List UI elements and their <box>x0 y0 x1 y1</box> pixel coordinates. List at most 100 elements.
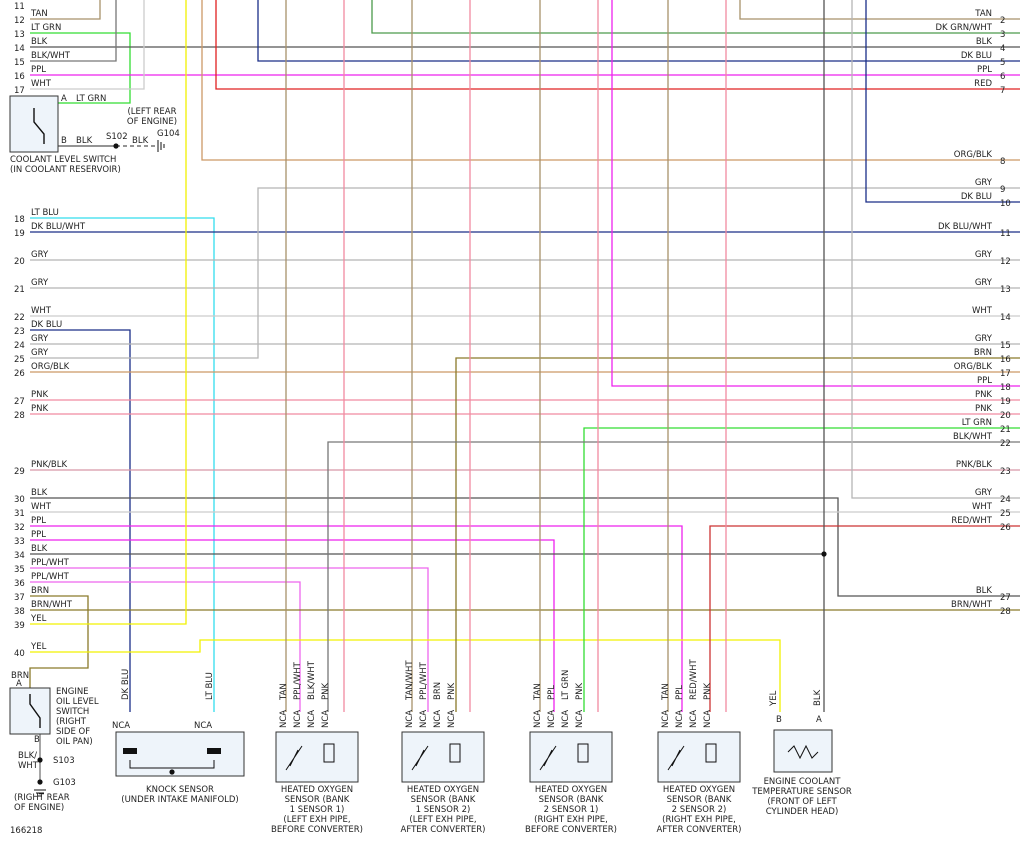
right-pin-label-4: BLK <box>976 37 993 47</box>
o2-sensor-2-wire-1: PPL/WHT <box>419 661 429 700</box>
oil-switch-label-line-0: ENGINE <box>56 687 89 697</box>
left-pin-label-31: WHT <box>31 502 52 512</box>
right-pin-label-10: DK BLU <box>961 192 992 202</box>
left-pin-20: 20 <box>14 257 25 267</box>
left-pin-label-22: WHT <box>31 306 52 316</box>
right-pin-8: 8 <box>1000 157 1005 167</box>
left-pin-label-13: LT GRN <box>31 23 61 33</box>
o2-sensor-4-nca-1: NCA <box>675 710 685 728</box>
ground-g103-location-line-0: (RIGHT REAR <box>14 793 70 803</box>
wire-l35 <box>30 567 429 712</box>
knock-sensor-element-left <box>123 748 137 754</box>
left-pin-label-19: DK BLU/WHT <box>31 222 86 232</box>
left-pin-38: 38 <box>14 607 25 617</box>
ect-sensor-wire-0: YEL <box>769 690 779 707</box>
right-pin-label-18: PPL <box>977 376 992 386</box>
right-pin-label-12: GRY <box>975 250 993 260</box>
o2-sensor-2-wire-2: BRN <box>433 682 443 700</box>
o2-sensor-3-nca-3: NCA <box>575 710 585 728</box>
left-pin-35: 35 <box>14 565 25 575</box>
right-pin-9: 9 <box>1000 185 1005 195</box>
left-pin-label-28: PNK <box>31 404 48 414</box>
wire-r7 <box>215 0 1020 90</box>
wire-l37 <box>29 595 89 690</box>
left-pin-label-38: BRN/WHT <box>31 600 73 610</box>
o2-sensor-3-nca-0: NCA <box>533 710 543 728</box>
wire-l13 <box>30 32 131 104</box>
left-pin-26: 26 <box>14 369 25 379</box>
o2-sensor-4-nca-3: NCA <box>703 710 713 728</box>
left-pin-label-35: PPL/WHT <box>31 558 70 568</box>
ground-g103-symbol <box>34 789 46 797</box>
right-pin-12: 12 <box>1000 257 1011 267</box>
left-pin-label-33: PPL <box>31 530 46 540</box>
left-pin-28: 28 <box>14 411 25 421</box>
o2-sensor-1-nca-0: NCA <box>279 710 289 728</box>
left-pin-label-23: DK BLU <box>31 320 62 330</box>
diagram-id: 166218 <box>10 826 42 836</box>
knock-sensor-box <box>115 731 245 777</box>
left-pin-37: 37 <box>14 593 25 603</box>
right-pin-label-15: GRY <box>975 334 993 344</box>
left-pin-19: 19 <box>14 229 25 239</box>
left-pin-17: 17 <box>14 86 25 96</box>
ground-g104-label: G104 <box>157 129 180 139</box>
wire-l18 <box>30 217 215 712</box>
knock-sensor-element-right <box>207 748 221 754</box>
wire-l33 <box>30 539 555 712</box>
o2-sensor-1-label-line-2: 1 SENSOR 1) <box>290 805 345 815</box>
right-pin-18: 18 <box>1000 383 1011 393</box>
coolant-switch-pin-b: B <box>61 136 67 146</box>
o2-sensor-3-wire-1: PPL <box>547 685 557 700</box>
o2-sensor-4-label-line-4: AFTER CONVERTER) <box>657 825 742 835</box>
o2-sensor-4-wire-2: RED/WHT <box>689 659 699 700</box>
coolant-switch-label-line-1: (IN COOLANT RESERVOIR) <box>10 165 121 175</box>
wire-r24 <box>851 0 1020 499</box>
left-pin-12: 12 <box>14 16 25 26</box>
right-pin-10: 10 <box>1000 199 1011 209</box>
ground-g104-symbol <box>157 140 165 152</box>
left-pin-label-39: YEL <box>30 614 47 624</box>
left-pin-22: 22 <box>14 313 25 323</box>
o2-sensor-3-heater <box>577 743 589 763</box>
right-pin-25: 25 <box>1000 509 1011 519</box>
left-pin-label-21: GRY <box>31 278 49 288</box>
oil-switch-wire-top: BRN <box>11 671 29 681</box>
ect-sensor-symbol <box>787 744 819 760</box>
o2-sensor-3-label-line-2: 2 SENSOR 1) <box>544 805 599 815</box>
o2-sensor-3-wire-2: LT GRN <box>561 670 571 700</box>
right-pin-label-16: BRN <box>974 348 992 358</box>
wire-l23 <box>30 329 131 712</box>
left-pin-32: 32 <box>14 523 25 533</box>
left-pin-25: 25 <box>14 355 25 365</box>
right-pin-label-20: PNK <box>975 404 992 414</box>
o2-sensor-1-heater <box>323 743 335 763</box>
left-pin-14: 14 <box>14 44 25 54</box>
o2-sensor-2-label-line-2: 1 SENSOR 2) <box>416 805 471 815</box>
oil-switch-pin-a: A <box>16 679 22 689</box>
coolant-switch-label-line-0: COOLANT LEVEL SWITCH <box>10 155 116 165</box>
ground-g103-location-line-1: OF ENGINE) <box>14 803 64 813</box>
o2-sensor-2-nca-0: NCA <box>405 710 415 728</box>
left-pin-label-18: LT BLU <box>31 208 59 218</box>
o2-sensor-2-nca-3: NCA <box>447 710 457 728</box>
right-pin-label-17: ORG/BLK <box>954 362 993 372</box>
right-pin-26: 26 <box>1000 523 1011 533</box>
right-pin-16: 16 <box>1000 355 1011 365</box>
o2-sensor-1-label-line-0: HEATED OXYGEN <box>281 785 353 795</box>
left-pin-30: 30 <box>14 495 25 505</box>
o2-sensor-3-nca-1: NCA <box>547 710 557 728</box>
left-pin-label-26: ORG/BLK <box>31 362 70 372</box>
knock-sensor-nca-1: NCA <box>194 721 212 731</box>
right-pin-label-3: DK GRN/WHT <box>935 23 992 33</box>
right-pin-23: 23 <box>1000 467 1011 477</box>
oil-switch-label-line-1: OIL LEVEL <box>56 697 99 707</box>
wire-r8 <box>201 0 1020 161</box>
o2-sensor-3-wire-3: PNK <box>575 683 585 700</box>
left-pin-21: 21 <box>14 285 25 295</box>
right-pin-5: 5 <box>1000 58 1005 68</box>
left-pin-18: 18 <box>14 215 25 225</box>
o2-sensor-1-wire-0: TAN <box>279 683 289 701</box>
